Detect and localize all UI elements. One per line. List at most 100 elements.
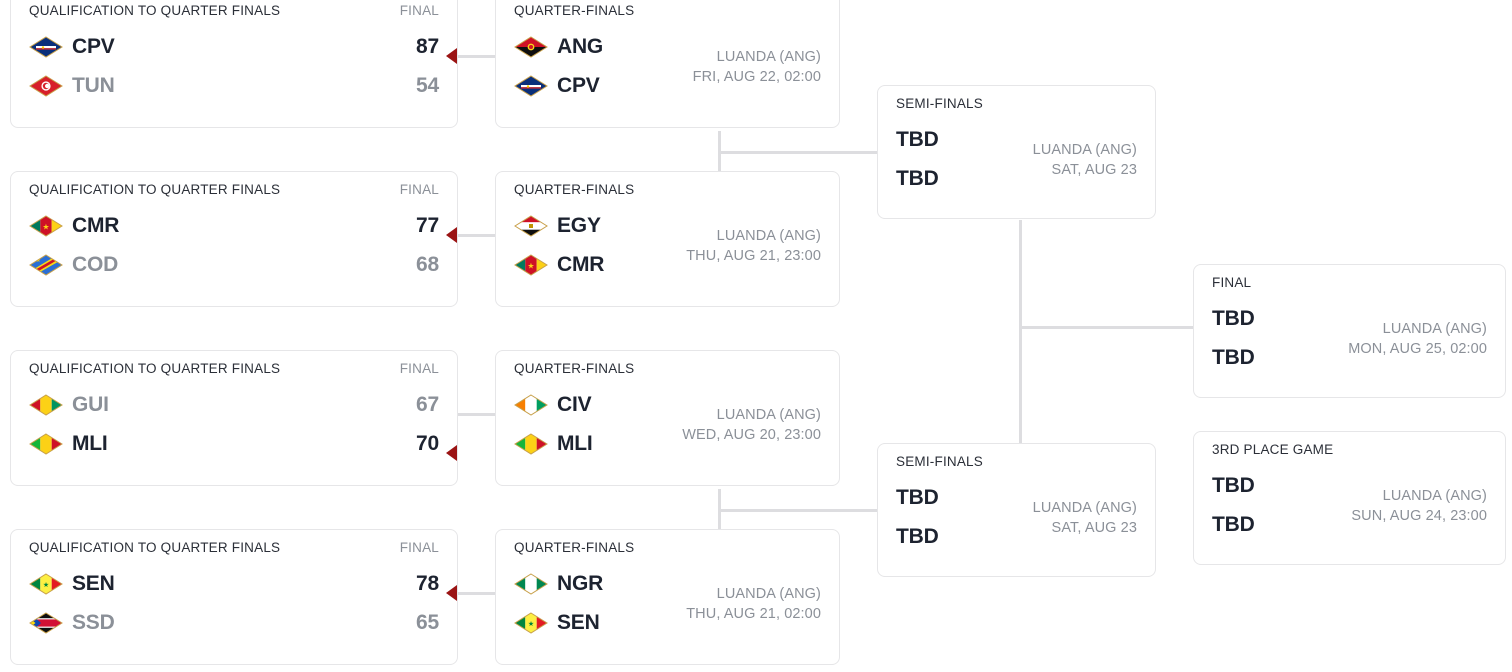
table-row[interactable]: ★ COD 68 (29, 245, 439, 284)
card-header: QUARTER-FINALS (514, 361, 821, 379)
card-status: FINAL (399, 361, 439, 376)
table-row[interactable]: TBD (1212, 466, 1255, 505)
team-rows: TBD TBD LUANDA (ANG) SAT, AUG 23 (896, 478, 1137, 556)
team-code: SEN (557, 610, 600, 634)
team-code: ANG (557, 34, 604, 58)
match-card-quarterfinal-2[interactable]: QUARTER-FINALS EGY ★ CMR LUANDA (ANG) TH… (495, 171, 840, 307)
venue: LUANDA (ANG) (716, 586, 821, 602)
team-rows: EGY ★ CMR LUANDA (ANG) THU, AUG 21, 23:0… (514, 206, 821, 284)
team-code: EGY (557, 213, 601, 237)
table-row[interactable]: TBD (1212, 505, 1255, 544)
table-row[interactable]: EGY (514, 206, 604, 245)
card-header: FINAL (1212, 275, 1487, 293)
team-rows: CIV MLI LUANDA (ANG) WED, AUG 20, 23:00 (514, 385, 821, 463)
team-list: CIV MLI (514, 385, 593, 463)
card-title: QUARTER-FINALS (514, 540, 635, 555)
flag-sen-icon: ★ (29, 572, 63, 595)
card-header: QUALIFICATION TO QUARTER FINALS FINAL (29, 540, 439, 558)
table-row[interactable]: TBD (896, 120, 939, 159)
card-title: SEMI-FINALS (896, 96, 983, 111)
team-code: TBD (1212, 306, 1255, 330)
match-card-qualification-2[interactable]: QUALIFICATION TO QUARTER FINALS FINAL ★ … (10, 171, 458, 307)
flag-cod-icon: ★ (29, 253, 63, 276)
team-score: 54 (416, 73, 439, 97)
match-card-quarterfinal-4[interactable]: QUARTER-FINALS NGR ★ SEN LUANDA (ANG) TH… (495, 529, 840, 665)
team-code: TBD (1212, 512, 1255, 536)
match-card-quarterfinal-1[interactable]: QUARTER-FINALS ANG CPV LUANDA (ANG) FRI,… (495, 0, 840, 128)
team-rows: ★ CMR 77 ★ COD 68 (29, 206, 439, 284)
connector-sf-to-final (1019, 326, 1194, 329)
card-status: FINAL (399, 540, 439, 555)
team-code: TBD (896, 524, 939, 548)
match-info: LUANDA (ANG) FRI, AUG 22, 02:00 (693, 45, 821, 87)
team-score: 70 (416, 431, 439, 455)
table-row[interactable]: TBD (896, 478, 939, 517)
match-card-semifinal-2[interactable]: SEMI-FINALS TBD TBD LUANDA (ANG) SAT, AU… (877, 443, 1156, 577)
team-code: TBD (896, 127, 939, 151)
datetime: SUN, AUG 24, 23:00 (1351, 508, 1487, 524)
team-score: 87 (416, 34, 439, 58)
match-card-qualification-4[interactable]: QUALIFICATION TO QUARTER FINALS FINAL ★ … (10, 529, 458, 665)
team-code: SSD (72, 610, 115, 634)
winner-arrow-qual4 (446, 585, 457, 601)
table-row[interactable]: GUI 67 (29, 385, 439, 424)
svg-text:★: ★ (36, 257, 41, 264)
card-title: QUALIFICATION TO QUARTER FINALS (29, 182, 281, 197)
connector-qual3-qf3 (458, 413, 498, 416)
winner-arrow-qual3 (446, 445, 457, 461)
team-rows: TBD TBD LUANDA (ANG) SUN, AUG 24, 23:00 (1212, 466, 1487, 544)
table-row[interactable]: TBD (1212, 338, 1255, 377)
match-card-qualification-3[interactable]: QUALIFICATION TO QUARTER FINALS FINAL GU… (10, 350, 458, 486)
card-title: QUALIFICATION TO QUARTER FINALS (29, 361, 281, 376)
match-card-semifinal-1[interactable]: SEMI-FINALS TBD TBD LUANDA (ANG) SAT, AU… (877, 85, 1156, 219)
table-row[interactable]: TUN 54 (29, 66, 439, 105)
team-list: TBD TBD (1212, 299, 1255, 377)
flag-cmr-icon: ★ (29, 214, 63, 237)
flag-mli-icon (29, 432, 63, 455)
table-row[interactable]: TBD (896, 159, 939, 198)
table-row[interactable]: MLI 70 (29, 424, 439, 463)
table-row[interactable]: CPV (514, 66, 603, 105)
table-row[interactable]: TBD (896, 517, 939, 556)
card-header: 3RD PLACE GAME (1212, 442, 1487, 460)
team-score: 65 (416, 610, 439, 634)
team-score: 67 (416, 392, 439, 416)
table-row[interactable]: TBD (1212, 299, 1255, 338)
table-row[interactable]: ★ CMR (514, 245, 604, 284)
table-row[interactable]: SSD 65 (29, 603, 439, 642)
match-info: LUANDA (ANG) THU, AUG 21, 02:00 (686, 582, 821, 624)
team-score: 78 (416, 571, 439, 595)
table-row[interactable]: ★ SEN (514, 603, 603, 642)
venue: LUANDA (ANG) (716, 407, 821, 423)
table-row[interactable]: ★ SEN 78 (29, 564, 439, 603)
table-row[interactable]: NGR (514, 564, 603, 603)
team-list: TBD TBD (1212, 466, 1255, 544)
card-header: QUALIFICATION TO QUARTER FINALS FINAL (29, 182, 439, 200)
match-card-qualification-1[interactable]: QUALIFICATION TO QUARTER FINALS FINAL CP… (10, 0, 458, 128)
match-card-third-place[interactable]: 3RD PLACE GAME TBD TBD LUANDA (ANG) SUN,… (1193, 431, 1506, 565)
team-list: EGY ★ CMR (514, 206, 604, 284)
table-row[interactable]: MLI (514, 424, 593, 463)
team-list: NGR ★ SEN (514, 564, 603, 642)
table-row[interactable]: CIV (514, 385, 593, 424)
table-row[interactable]: ★ CMR 77 (29, 206, 439, 245)
flag-sen-icon: ★ (514, 611, 548, 634)
venue: LUANDA (ANG) (716, 49, 821, 65)
datetime: FRI, AUG 22, 02:00 (692, 69, 821, 85)
table-row[interactable]: CPV 87 (29, 27, 439, 66)
card-title: 3RD PLACE GAME (1212, 442, 1334, 457)
flag-gui-icon (29, 393, 63, 416)
card-status: FINAL (399, 182, 439, 197)
flag-ssd-icon (29, 611, 63, 634)
team-rows: CPV 87 TUN 54 (29, 27, 439, 105)
match-info: LUANDA (ANG) SAT, AUG 23 (1033, 138, 1137, 180)
table-row[interactable]: ANG (514, 27, 603, 66)
team-rows: TBD TBD LUANDA (ANG) MON, AUG 25, 02:00 (1212, 299, 1487, 377)
match-info: LUANDA (ANG) WED, AUG 20, 23:00 (682, 403, 821, 445)
team-list: TBD TBD (896, 478, 939, 556)
match-card-final[interactable]: FINAL TBD TBD LUANDA (ANG) MON, AUG 25, … (1193, 264, 1506, 398)
match-card-quarterfinal-3[interactable]: QUARTER-FINALS CIV MLI LUANDA (ANG) WED,… (495, 350, 840, 486)
card-status: FINAL (399, 3, 439, 18)
team-score: 77 (416, 213, 439, 237)
datetime: THU, AUG 21, 02:00 (686, 606, 821, 622)
